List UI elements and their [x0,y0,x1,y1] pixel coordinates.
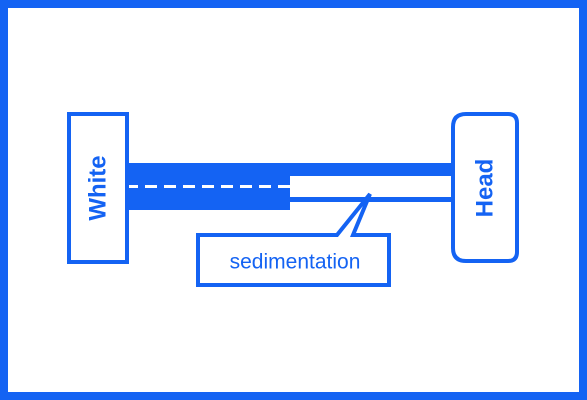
tube-lower-band-right [290,197,454,202]
tube-upper-band [126,163,454,176]
left-end-block [67,112,129,264]
left-end-label: White [85,155,112,220]
right-end-label: Head [472,159,499,218]
tube-lower-band-left [126,197,290,210]
callout-box [196,192,391,287]
right-end-block [451,112,519,263]
callout-label: sedimentation [230,251,361,274]
